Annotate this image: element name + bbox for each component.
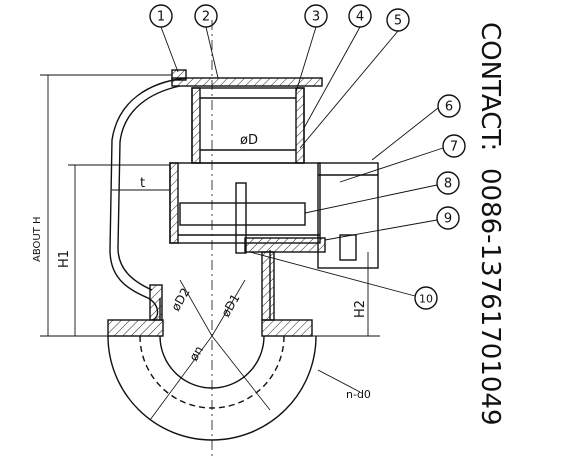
top-cover-plate	[171, 77, 323, 87]
neck-left	[149, 284, 163, 321]
float-wall-left	[191, 87, 201, 164]
float-cylinder	[191, 87, 305, 164]
flange-left	[107, 319, 164, 337]
label-holes: n-d0	[346, 388, 371, 401]
callout-2: 2	[202, 10, 210, 25]
label-h2: H2	[353, 300, 368, 318]
callout-10: 10	[419, 293, 433, 306]
flange-outline	[107, 335, 317, 441]
contact-label: CONTACT:	[475, 22, 505, 151]
label-t: t	[140, 176, 145, 191]
seat-plate	[244, 237, 326, 253]
contact-block: CONTACT: 0086-13761701049	[475, 22, 505, 426]
callout-9: 9	[444, 212, 452, 227]
contact-phone: 0086-13761701049	[475, 168, 505, 426]
float-wall-right	[295, 87, 305, 164]
label-diameter-d: øD	[240, 133, 258, 148]
callout-7: 7	[450, 140, 458, 155]
label-about-h: ABOUT H	[32, 216, 43, 262]
flange-right	[261, 319, 313, 337]
screen-housing	[317, 162, 379, 269]
callout-1: 1	[157, 10, 165, 25]
label-diameter-d2: øD2	[168, 286, 192, 314]
neck-right	[261, 251, 275, 321]
callout-3: 3	[312, 10, 320, 25]
label-diameter-d1: øD1	[218, 292, 242, 320]
label-diameter-n: øn	[186, 344, 206, 364]
label-h1: H1	[57, 250, 72, 268]
guide-rod	[235, 182, 247, 254]
callout-8: 8	[444, 177, 452, 192]
callout-4: 4	[356, 10, 364, 25]
callout-6: 6	[445, 100, 453, 115]
float-disc	[179, 202, 306, 226]
callout-5: 5	[394, 14, 402, 29]
